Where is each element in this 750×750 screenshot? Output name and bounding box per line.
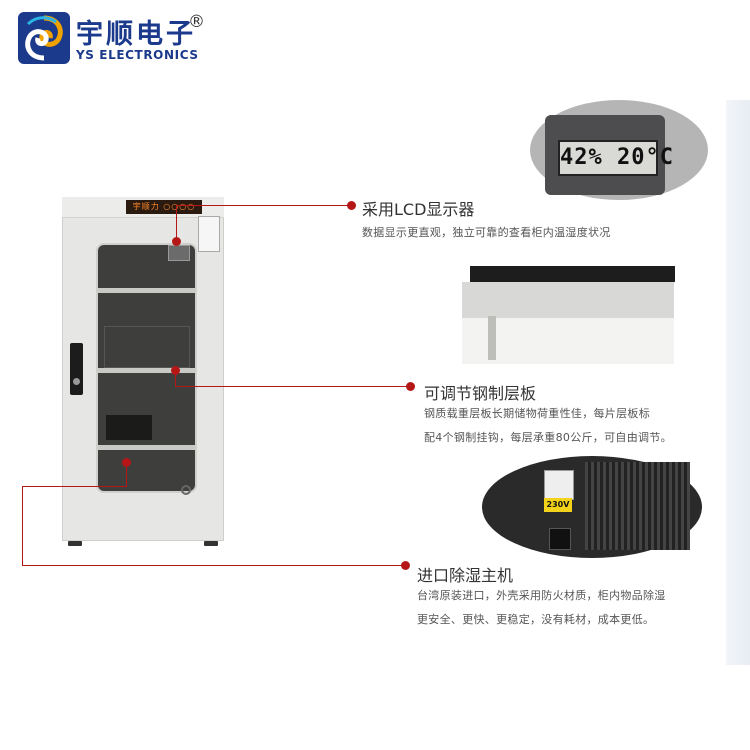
callout-line [175,386,411,387]
swirl-logo-icon [18,12,70,64]
feature-title-lcd: 采用LCD显示器 [362,200,475,219]
vent-grille [585,462,690,550]
shelf-detail-top [470,266,675,282]
logo-chinese-name: 宇顺电子 [76,19,196,50]
hygrometer-small [168,245,190,261]
callout-line [176,205,177,238]
feature-title-dehumidifier: 进口除湿主机 [417,566,514,585]
cabinet-foot [68,541,82,546]
power-socket-icon [549,528,571,550]
callout-line [126,463,127,487]
callout-dot [122,458,131,467]
shelf-detail-post [488,316,496,360]
callout-line [22,565,406,566]
feature-desc-shelves-1: 钢质载重层板长期储物荷重性佳，每片层板标 [424,407,650,420]
shelf-detail-board [462,282,674,318]
callout-dot [347,201,356,210]
lock-icon [73,378,80,385]
callout-line [22,486,126,487]
feature-title-shelves: 可调节钢制层板 [424,384,537,403]
spec-sticker [544,470,574,500]
feature-desc-dehumidifier-1: 台湾原装进口，外壳采用防火材质，柜内物品除湿 [417,589,666,602]
voltage-label: 230V [544,498,572,512]
cabinet-back-panel [104,326,190,368]
door-handle [70,343,83,395]
feature-desc-dehumidifier-2: 更安全、更快、更稳定，没有耗材，成本更低。 [417,613,655,626]
registered-mark: ® [188,12,205,32]
feature-desc-shelves-2: 配4个钢制挂钩，每层承重80公斤，可自由调节。 [424,431,672,444]
hygrometer-reading: 42% 20°C [558,140,673,176]
callout-dot [406,382,415,391]
shelf-detail-underside [462,318,674,364]
feature-desc-lcd: 数据显示更直观，独立可靠的查看柜内温湿度状况 [362,226,611,239]
callout-dot [172,237,181,246]
callout-line [175,370,176,386]
cabinet-shelf [98,368,195,373]
side-strip [726,100,750,665]
cabinet-shelf [98,288,195,293]
cabinet-led-display: 宇顺力 ○○○○ [126,200,202,214]
callout-dot [401,561,410,570]
cabinet-foot [204,541,218,546]
callout-line [22,486,23,566]
logo-english-name: YS ELECTRONICS [76,48,199,62]
callout-line [176,205,352,206]
dehumidifier-unit [106,415,152,440]
cabinet-label-sticker [198,216,220,252]
ring-icon [181,485,191,495]
cabinet-shelf [98,445,195,450]
